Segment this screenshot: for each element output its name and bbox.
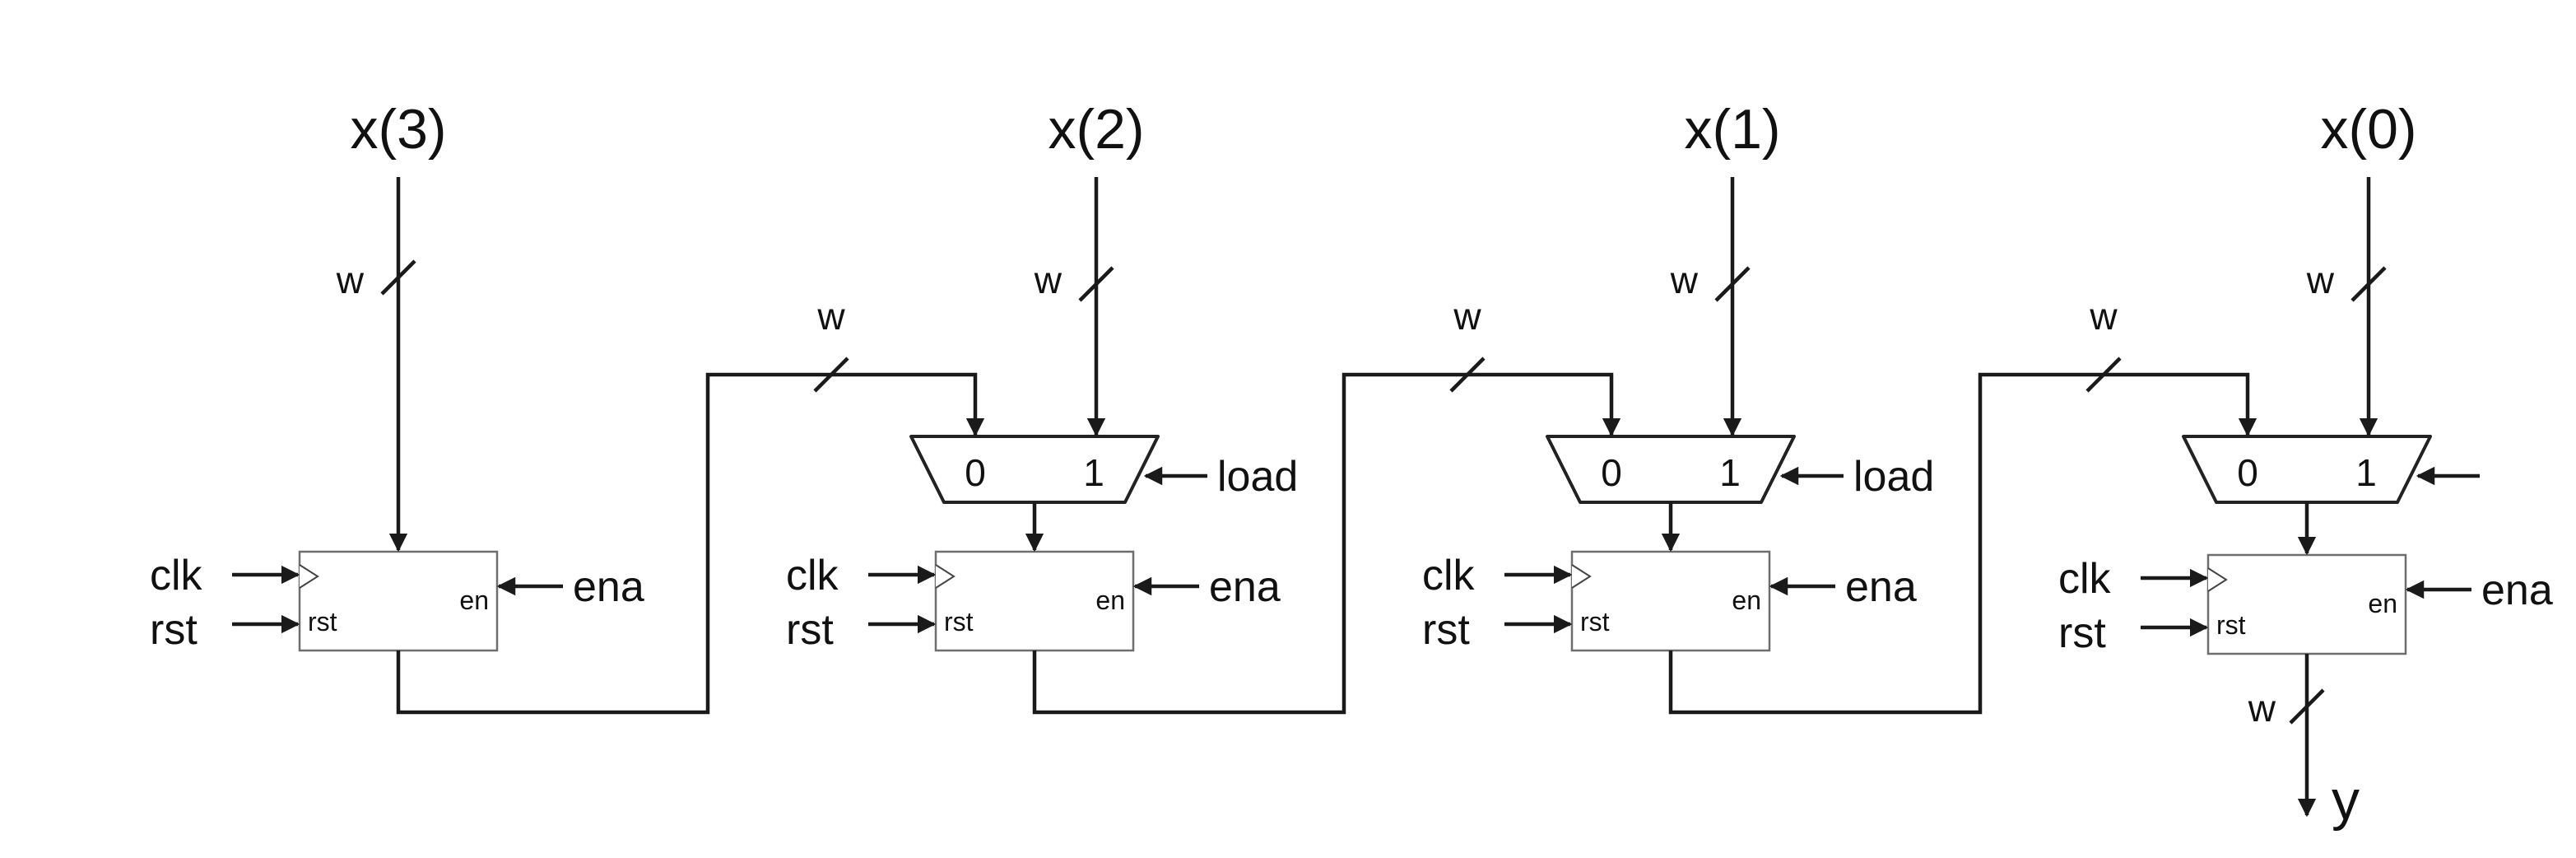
mux-trapezoid <box>2182 435 2432 504</box>
width-slash <box>813 357 849 393</box>
width-slash <box>2085 357 2122 393</box>
input-label: x(3) <box>350 98 446 161</box>
register-rst-port: rst <box>944 607 974 637</box>
stage-1: x(2) rst en clk rst ena 0 1 w load w <box>396 98 1298 715</box>
ena-label: ena <box>1845 563 1917 611</box>
clock-edge-marker <box>935 564 956 589</box>
register-rst-port: rst <box>1580 607 1610 637</box>
clk-label: clk <box>2058 555 2112 603</box>
select-label: load <box>1217 453 1298 501</box>
width-label: w <box>1034 259 1062 301</box>
mux-trapezoid <box>1546 435 1796 504</box>
input-label: x(0) <box>2320 98 2416 161</box>
width-label: w <box>816 295 845 338</box>
clk-label: clk <box>150 552 203 599</box>
rst-label: rst <box>786 606 834 654</box>
ena-label: ena <box>573 563 644 611</box>
width-slash <box>1714 266 1751 302</box>
shift-wire <box>1668 372 2257 715</box>
clock-edge-marker <box>299 564 319 589</box>
ena-label: ena <box>1209 563 1281 611</box>
width-label: w <box>2248 687 2276 730</box>
input-label: x(2) <box>1048 98 1144 161</box>
register-box <box>934 550 1135 652</box>
register-box <box>298 550 499 652</box>
mux-trapezoid <box>909 435 1160 504</box>
width-label: w <box>336 259 365 301</box>
clk-label: clk <box>786 552 839 599</box>
mux-input-0-label: 0 <box>965 451 986 494</box>
clock-edge-marker <box>1571 564 1592 589</box>
output-group: wy <box>2248 654 2360 832</box>
width-label: w <box>1670 259 1699 301</box>
mux-input-1-label: 1 <box>2355 451 2377 494</box>
stage-2: x(1) rst en clk rst ena 0 1 w load w <box>1032 98 1934 715</box>
ena-label: ena <box>2481 567 2553 614</box>
clock-edge-marker <box>2207 567 2228 592</box>
register-rst-port: rst <box>2216 610 2246 640</box>
width-slash <box>2289 688 2325 725</box>
stage-3: x(0) rst en clk rst ena 0 1 w w <box>1668 98 2553 715</box>
register-en-port: en <box>459 585 489 615</box>
select-label: load <box>1853 453 1934 501</box>
register-en-port: en <box>1095 585 1125 615</box>
rst-label: rst <box>150 606 198 654</box>
register-box <box>1570 550 1771 652</box>
output-label: y <box>2332 769 2360 832</box>
input-label: x(1) <box>1684 98 1780 161</box>
stage-0: x(3) rst en clk rst ena w <box>150 98 644 654</box>
mux-input-0-label: 0 <box>2237 451 2258 494</box>
width-slash <box>1449 357 1486 393</box>
width-label: w <box>2089 295 2118 338</box>
register-rst-port: rst <box>308 607 337 637</box>
width-label: w <box>1453 295 1481 338</box>
shift-wire <box>396 372 985 715</box>
width-label: w <box>2306 259 2335 301</box>
register-box <box>2206 553 2407 655</box>
width-slash <box>1078 266 1114 302</box>
clk-label: clk <box>1422 552 1476 599</box>
mux-input-1-label: 1 <box>1083 451 1104 494</box>
mux-input-0-label: 0 <box>1601 451 1622 494</box>
rst-label: rst <box>2058 609 2106 657</box>
shift-wire <box>1032 372 1621 715</box>
mux-input-1-label: 1 <box>1719 451 1741 494</box>
width-slash <box>380 259 416 296</box>
register-en-port: en <box>1732 585 1761 615</box>
register-en-port: en <box>2368 589 2397 618</box>
rst-label: rst <box>1422 606 1470 654</box>
width-slash <box>2350 266 2387 302</box>
